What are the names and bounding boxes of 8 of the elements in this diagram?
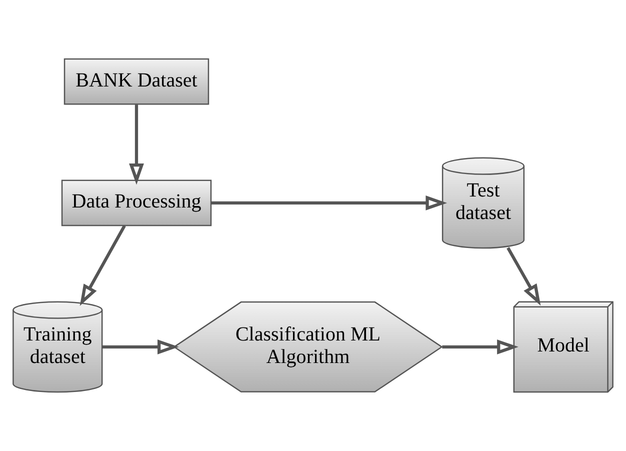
node-box: BANK Dataset: [64, 58, 210, 105]
arrow: [102, 339, 179, 354]
arrow: [129, 104, 144, 185]
node-box: Data Processing: [61, 180, 212, 226]
arrow: [211, 196, 448, 210]
arrow: [442, 339, 518, 354]
arrow: [506, 247, 541, 306]
arrow: [80, 224, 126, 306]
